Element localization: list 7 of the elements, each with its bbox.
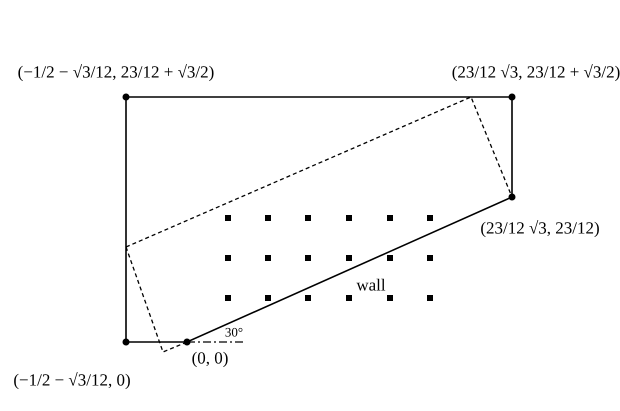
coordinate-label: (23/12 √3, 23/12) xyxy=(480,217,600,240)
coordinate-label: (23/12 √3, 23/12 + √3/2) xyxy=(452,61,620,84)
coordinate-label: (−1/2 − √3/12, 23/12 + √3/2) xyxy=(18,61,214,84)
coordinate-label: (0, 0) xyxy=(192,347,228,370)
angle-label: 30° xyxy=(224,323,244,342)
wall-label: wall xyxy=(356,274,386,296)
coordinate-label: (−1/2 − √3/12, 0) xyxy=(13,369,131,392)
